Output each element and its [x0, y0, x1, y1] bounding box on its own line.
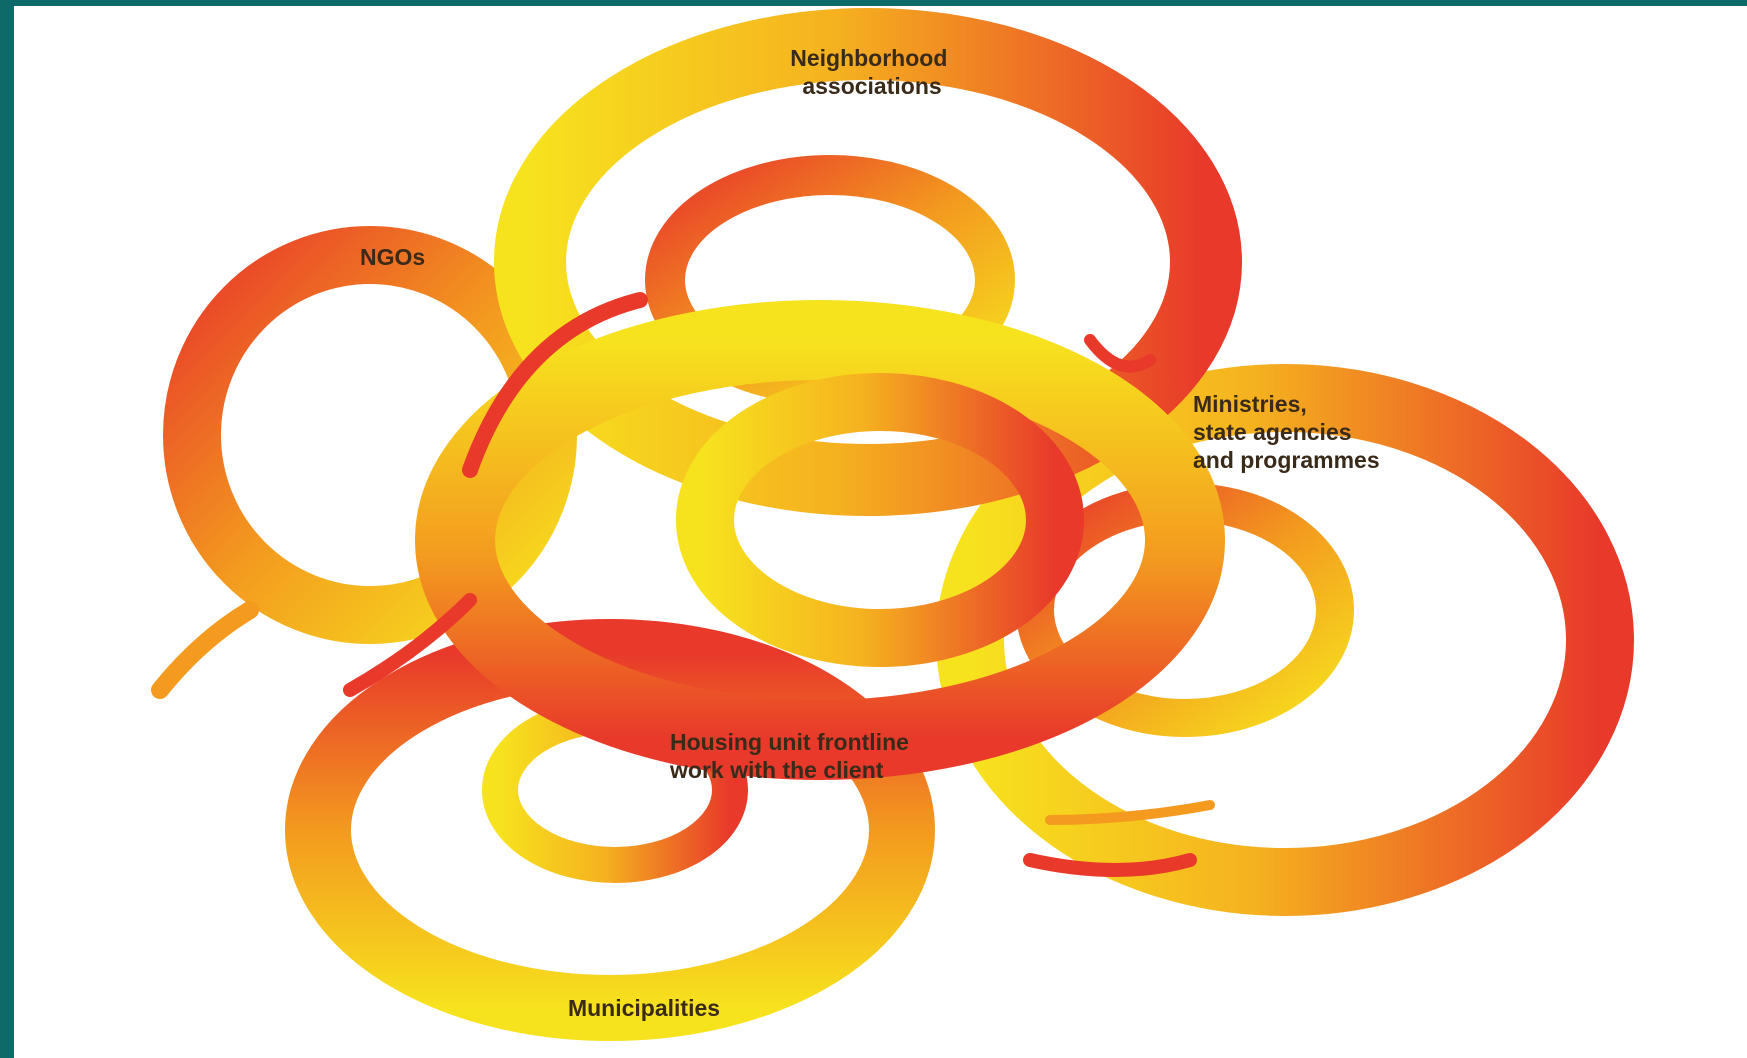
housing-ring — [415, 300, 1225, 780]
neighborhood-label: Neighborhood associations — [790, 45, 954, 99]
municipalities-label: Municipalities — [568, 995, 720, 1021]
housing-label: Housing unit frontline work with the cli… — [669, 729, 915, 783]
ministries-label: Ministries, state agencies and programme… — [1193, 391, 1380, 473]
flame-tails — [343, 292, 1215, 877]
ngos-label: NGOs — [360, 244, 425, 270]
